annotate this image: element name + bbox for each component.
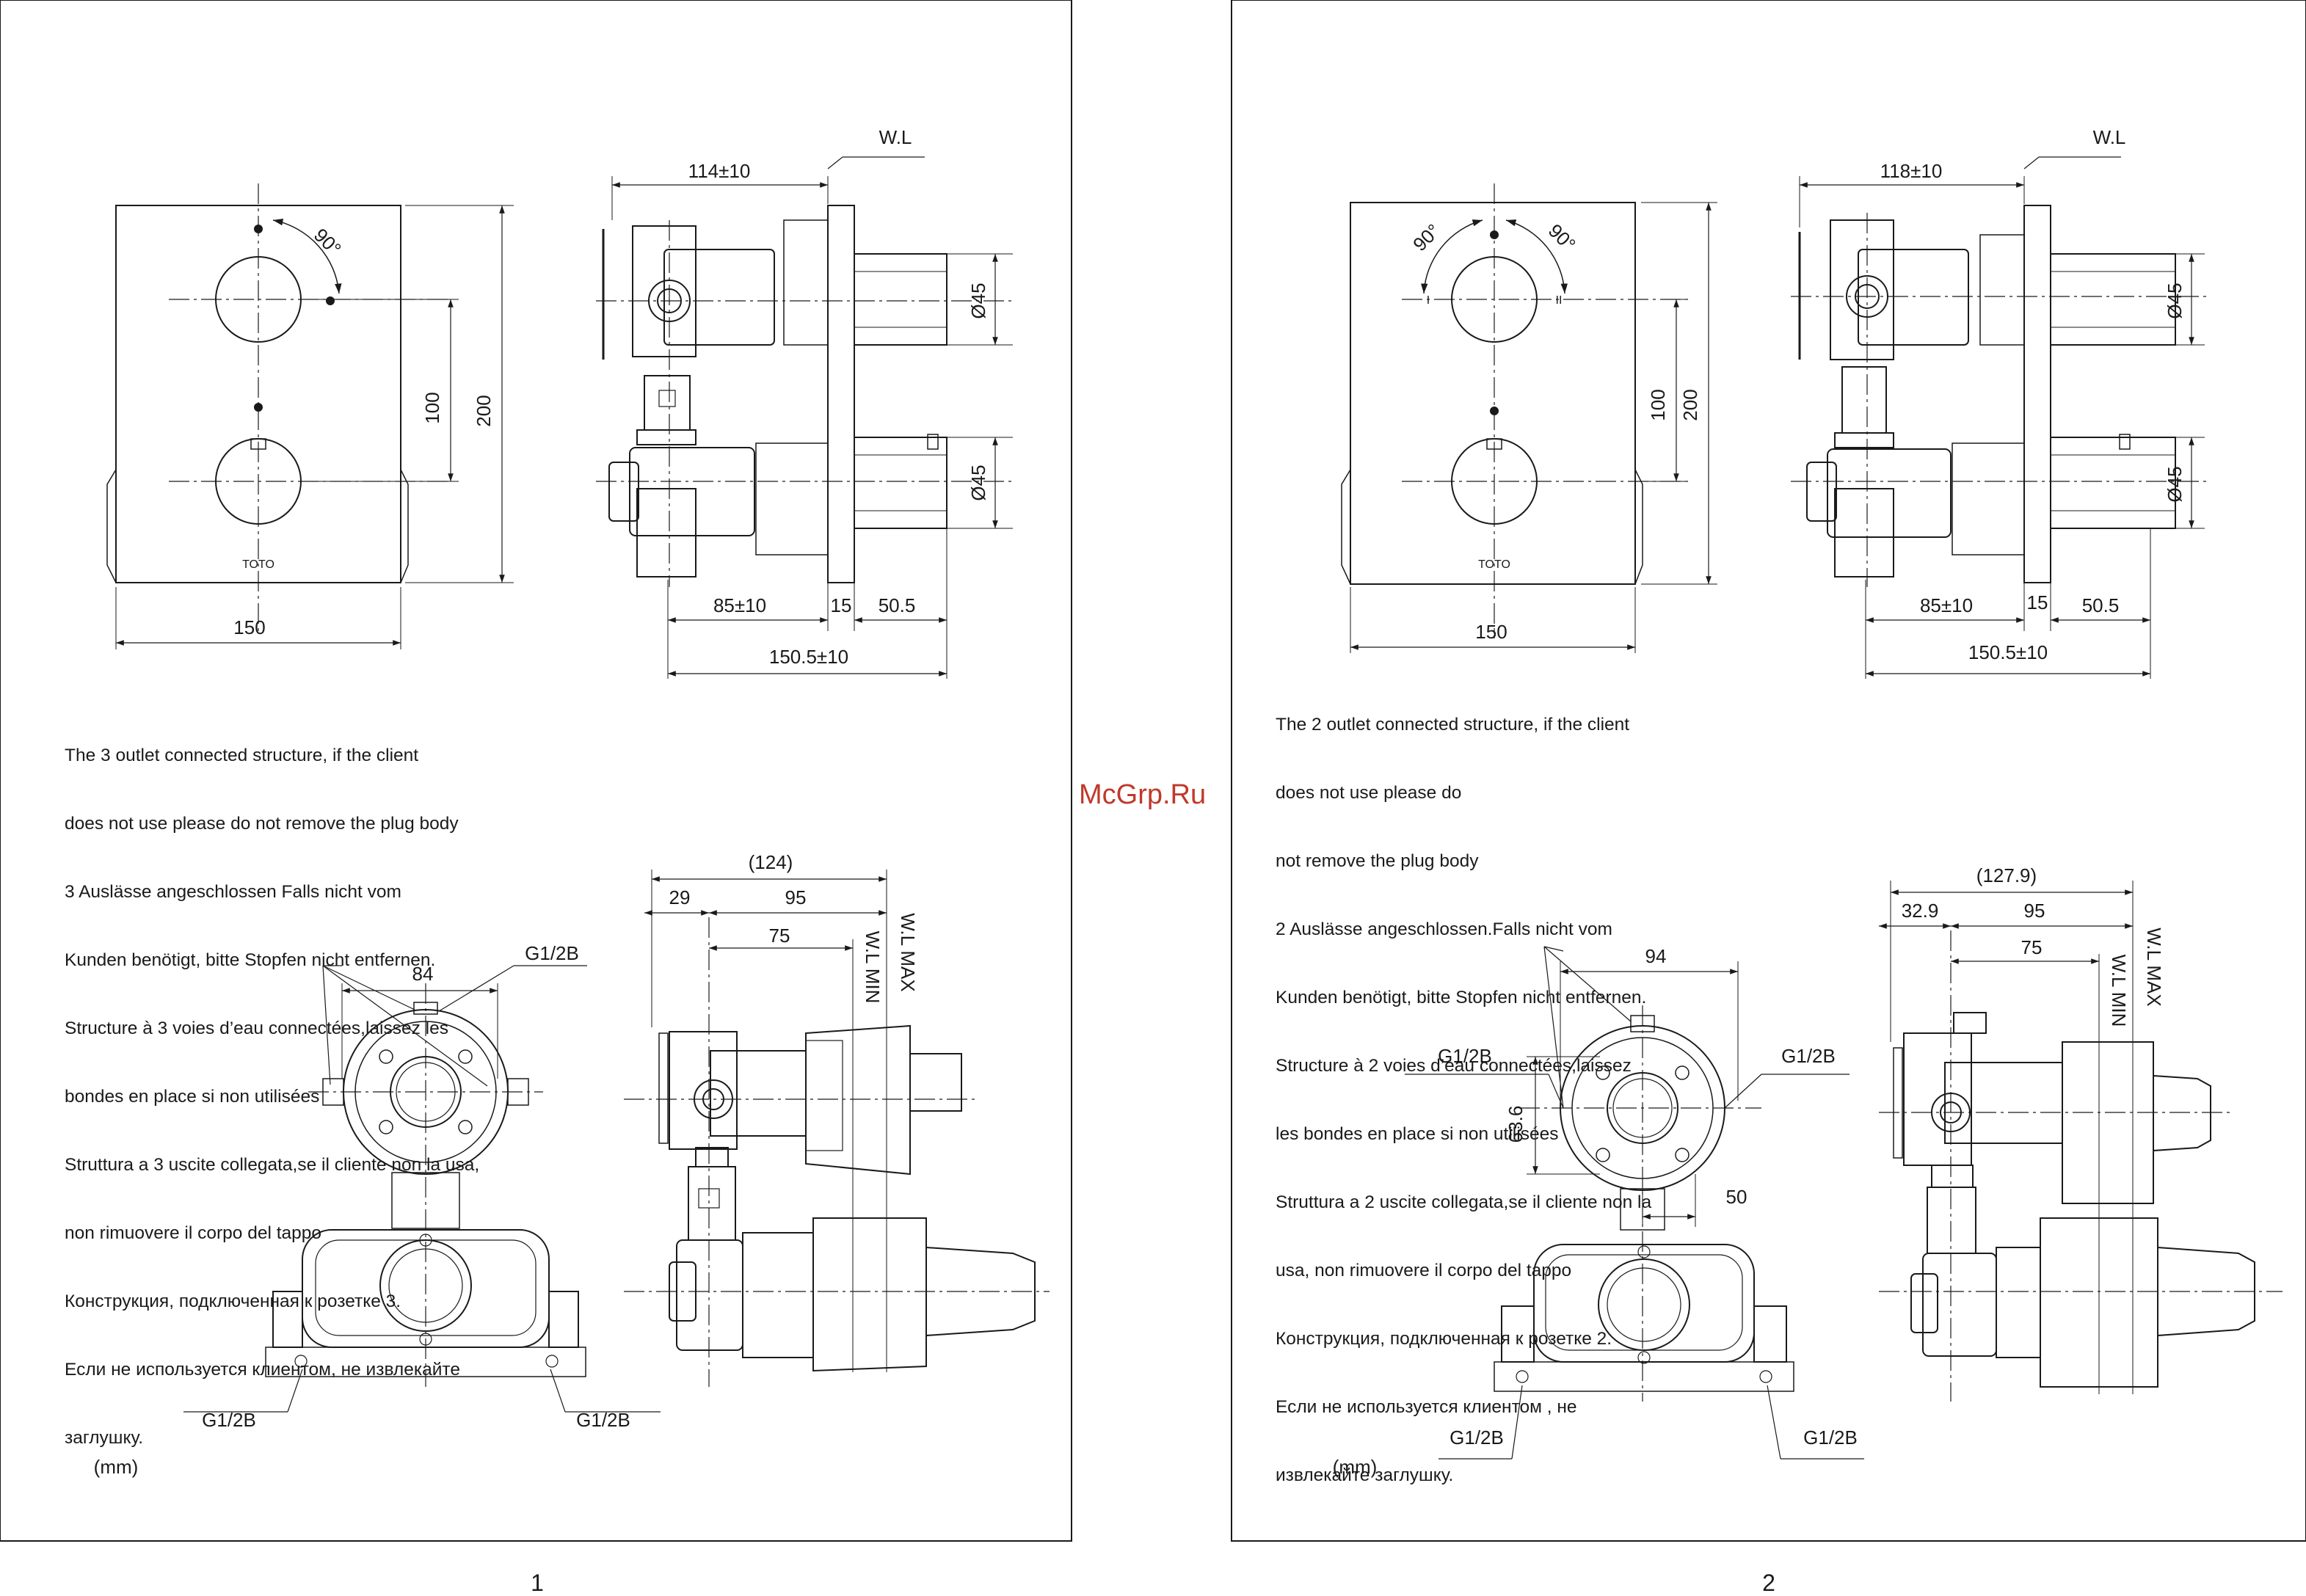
p1-height-label: 200 (473, 395, 495, 426)
p1-wl-min-label: W.L MIN (862, 931, 884, 1004)
p1-rough-in-front (183, 965, 661, 1413)
p1-width-label: 150 (233, 616, 265, 638)
p1-rough-width-label: 84 (412, 963, 434, 985)
p1-rough-in-side (624, 870, 1050, 1387)
p2-unit-label: (mm) (1333, 1456, 1378, 1478)
p2-offset-b-label: 95 (2024, 900, 2045, 922)
p2-offset-c-label: 75 (2021, 936, 2043, 958)
note-line: Если не используется клиентом, не извлек… (65, 1360, 460, 1380)
note-line: Struttura a 3 uscite collegata,se il cli… (65, 1155, 480, 1175)
p2-dia-top-label: Ø45 (2164, 283, 2186, 318)
p1-offset-c-label: 75 (769, 925, 790, 947)
p2-rough-width-label: 94 (1645, 945, 1667, 967)
p1-dia-bottom-label: Ø45 (967, 464, 989, 500)
note-line: does not use please do (1276, 783, 1462, 803)
note-line: does not use please do not remove the pl… (65, 814, 459, 834)
note-line: Если не используется клиентом , не (1276, 1397, 1577, 1417)
p2-overall-label: (127.9) (1976, 864, 2037, 886)
p1-installation-note: The 3 outlet connected structure, if the… (65, 699, 479, 1472)
p2-width-label: 150 (1475, 621, 1507, 643)
p2-rough-height-label: 63.6 (1505, 1106, 1527, 1143)
p1-total-label: 150.5±10 (769, 646, 848, 668)
p1-wl-max-label: W.L MAX (897, 913, 919, 991)
p2-offset-a-label: 32.9 (1902, 900, 1939, 922)
note-line: les bondes en place si non utilisées (1276, 1124, 1559, 1144)
note-line: not remove the plug body (1276, 851, 1479, 871)
p1-plate-label: 15 (831, 594, 852, 616)
p2-wl-min-label: W.L MIN (2108, 955, 2130, 1027)
p2-mark-left: I (1427, 294, 1430, 307)
p2-wl-max-label: W.L MAX (2143, 928, 2165, 1006)
note-line: 3 Auslässe angeschlossen Falls nicht vom (65, 882, 401, 902)
note-line: 2 Auslässe angeschlossen.Falls nicht vom (1276, 919, 1612, 939)
p1-offset-b-label: 95 (785, 886, 807, 908)
p1-wl-label: W.L (879, 126, 912, 148)
p1-angle-label: 90° (310, 224, 346, 260)
p1-thread-left-label: G1/2B (202, 1409, 256, 1431)
p1-offset-a-label: 29 (669, 886, 691, 908)
p1-dia-top-label: Ø45 (967, 283, 989, 318)
p1-side-view (596, 156, 1013, 679)
p1-knob-label: 50.5 (879, 594, 916, 616)
note-line: Structure à 3 voies d’eau connectées,lai… (65, 1019, 448, 1038)
p2-spacing-label: 100 (1647, 389, 1669, 420)
note-line: Конструкция, подключенная к розетке 2. (1276, 1329, 1612, 1349)
p2-rough-in-side (1879, 881, 2283, 1402)
p2-total-label: 150.5±10 (1968, 641, 2048, 663)
p2-brand-logo: TOTO (1478, 558, 1510, 571)
p1-thread-top-label: G1/2B (525, 942, 579, 964)
p2-rough-in-front (1405, 946, 1864, 1460)
p1-thread-right-label: G1/2B (576, 1409, 630, 1431)
note-line: The 3 outlet connected structure, if the… (65, 746, 419, 765)
site-watermark: McGrp.Ru (1079, 779, 1207, 810)
note-line: non rimuovere il corpo del tappo (65, 1223, 322, 1243)
p2-page-number: 2 (1762, 1570, 1775, 1596)
p2-thread-bottom-right-label: G1/2B (1803, 1426, 1858, 1449)
p2-rough-offset-label: 50 (1726, 1186, 1747, 1208)
note-line: извлекайте заглушку. (1276, 1465, 1454, 1485)
note-line: Kunden benötigt, bitte Stopfen nicht ent… (1276, 988, 1647, 1007)
p1-unit-label: (mm) (94, 1456, 139, 1478)
p1-overall-label: (124) (749, 851, 793, 873)
p1-depth-label: 114±10 (688, 160, 751, 182)
page-1-frame (0, 0, 1072, 1542)
note-line: bondes en place si non utilisées (65, 1087, 320, 1107)
p2-front-view (1341, 183, 1717, 653)
p2-side-view (1791, 156, 2209, 679)
note-line: Struttura a 2 uscite collegata,se il cli… (1276, 1192, 1652, 1212)
p2-plate-label: 15 (2027, 591, 2048, 613)
p2-dia-bottom-label: Ø45 (2164, 466, 2186, 502)
note-line: Kunden benötigt, bitte Stopfen nicht ent… (65, 950, 436, 970)
note-line: Конструкция, подключенная к розетке 3. (65, 1291, 401, 1311)
page-2-frame (1231, 0, 2306, 1542)
note-line: заглушку. (65, 1428, 144, 1448)
p1-front-view (106, 183, 514, 649)
p1-body-label: 85±10 (713, 594, 766, 616)
p2-height-label: 200 (1679, 389, 1701, 420)
note-line: usa, non rimuovere il corpo del tappo (1276, 1261, 1572, 1280)
p1-brand-logo: TOTO (242, 558, 274, 571)
p2-body-label: 85±10 (1920, 594, 1973, 616)
note-line: The 2 outlet connected structure, if the… (1276, 715, 1630, 735)
note-line: Structure à 2 voies d’eau connectées,lai… (1276, 1056, 1632, 1076)
p2-thread-bottom-left-label: G1/2B (1450, 1426, 1504, 1449)
p2-wl-label: W.L (2093, 126, 2126, 148)
p2-depth-label: 118±10 (1880, 160, 1943, 182)
p2-knob-label: 50.5 (2082, 594, 2120, 616)
p2-thread-left-label: G1/2B (1438, 1045, 1492, 1067)
p1-spacing-label: 100 (421, 392, 443, 423)
p1-page-number: 1 (531, 1570, 544, 1596)
p2-thread-right-label: G1/2B (1781, 1045, 1836, 1067)
p2-mark-right: II (1556, 294, 1563, 307)
p2-installation-note: The 2 outlet connected structure, if the… (1276, 668, 1651, 1509)
